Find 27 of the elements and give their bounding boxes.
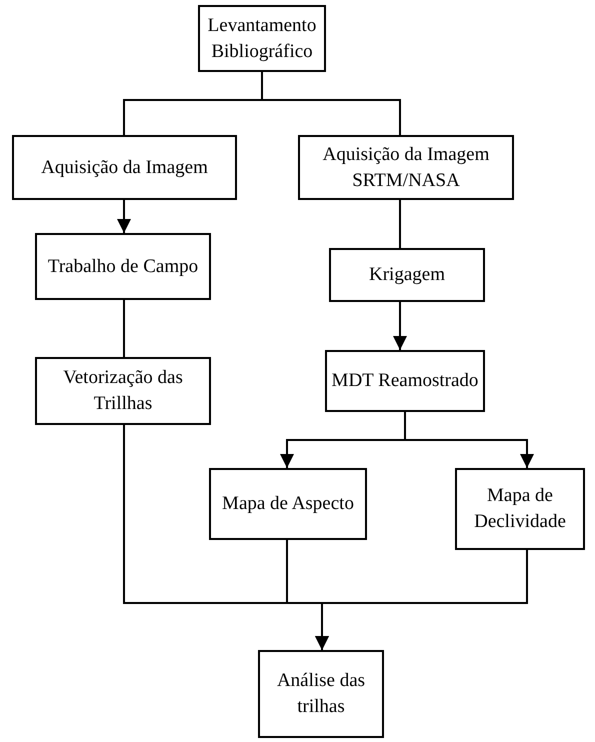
arrow xyxy=(117,200,131,233)
box-label: MDT Reamostrado xyxy=(330,369,480,393)
box-label: Levantamento Bibliográfico xyxy=(206,14,318,64)
arrow xyxy=(404,412,534,468)
process-box xyxy=(35,233,211,300)
box-label: Aquisição da Imagem SRTM/NASA xyxy=(322,142,490,192)
process-box xyxy=(258,650,384,738)
box-label: Mapa de Declividade xyxy=(473,484,567,534)
process-box xyxy=(209,468,367,540)
process-box xyxy=(198,5,326,72)
connector-line xyxy=(261,72,401,135)
box-label: Aquisição da Imagem xyxy=(40,156,209,180)
process-box xyxy=(298,135,514,200)
process-box xyxy=(325,350,485,412)
box-label: Análise das trilhas xyxy=(276,669,366,719)
box-label: Trabalho de Campo xyxy=(46,254,200,278)
box-label: Mapa de Aspecto xyxy=(221,492,355,516)
connector-line xyxy=(123,300,125,357)
process-box xyxy=(329,248,485,302)
process-box xyxy=(455,468,585,550)
process-box xyxy=(12,135,237,200)
arrow xyxy=(315,550,528,650)
process-box xyxy=(35,357,211,425)
box-label: Krigagem xyxy=(368,263,446,287)
arrow xyxy=(393,302,407,350)
connector-line xyxy=(399,200,401,248)
box-label: Vetorização das Trillhas xyxy=(62,366,184,416)
